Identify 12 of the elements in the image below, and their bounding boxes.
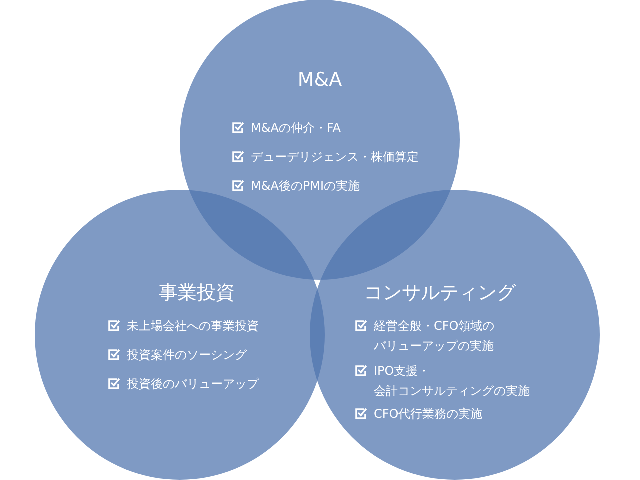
circle-heading: 事業投資	[159, 282, 235, 304]
circle-heading: M&A	[298, 69, 342, 91]
checklist-item: 未上場会社への事業投資	[127, 318, 259, 335]
checklist-item: M&A後のPMIの実施	[251, 178, 360, 195]
checklist-item: IPO支援・会計コンサルティングの実施	[374, 363, 530, 400]
checklist-item: 投資後のバリューアップ	[127, 376, 259, 393]
checklist-item: CFO代行業務の実施	[374, 406, 483, 423]
checklist-item: 経営全般・CFO領域のバリューアップの実施	[374, 318, 495, 355]
checklist-item: 投資案件のソーシング	[127, 347, 247, 364]
circle-heading: コンサルティング	[364, 282, 516, 304]
checklist-item: デューデリジェンス・株価算定	[251, 149, 419, 166]
checklist-item: M&Aの仲介・FA	[251, 120, 341, 137]
